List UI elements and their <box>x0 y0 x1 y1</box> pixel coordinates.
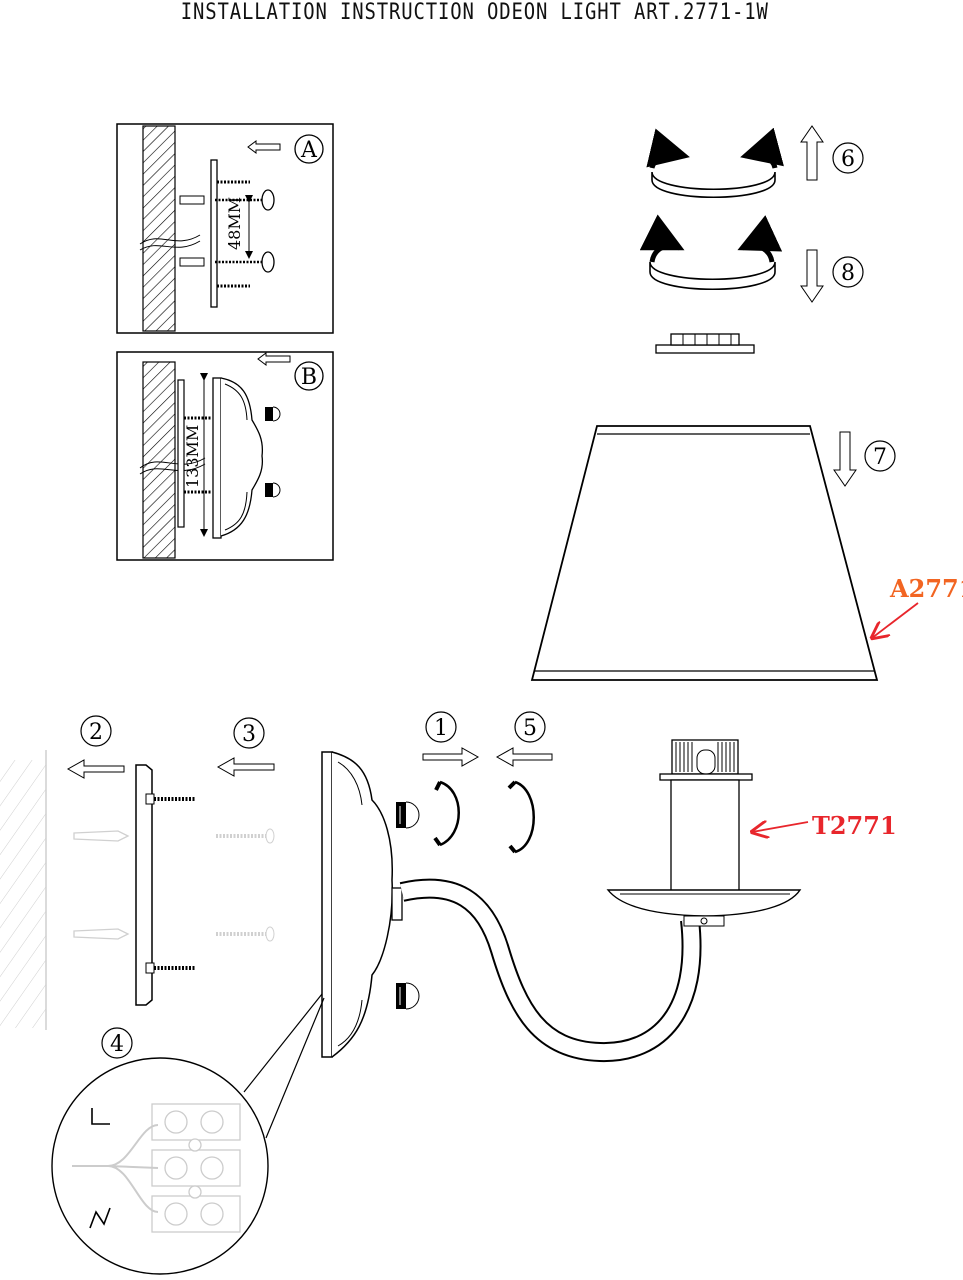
mounting-plate <box>210 159 218 308</box>
step-2-label: 2 <box>89 720 103 745</box>
down-arrow-icon <box>800 249 824 303</box>
step-8-label: 8 <box>841 261 855 286</box>
shade-ring-upper: 6 <box>646 125 864 198</box>
wall-section <box>142 125 176 332</box>
lamp-shade: 7 A2771 <box>530 425 963 681</box>
shade-ring-lower: 8 <box>639 214 864 303</box>
wall-canopy <box>321 751 420 1058</box>
holder-pointer <box>752 822 809 832</box>
step-5-group: 5 <box>495 711 553 854</box>
step-3-group: 3 <box>216 717 275 942</box>
neutral-symbol-icon <box>89 1207 111 1229</box>
power-wire <box>139 234 201 251</box>
lamp-holder: T2771 <box>606 739 897 927</box>
panel-b: 133MM B <box>116 351 334 561</box>
mounting-plate <box>177 379 185 528</box>
wall-plug <box>179 195 205 205</box>
step-4-label: 4 <box>110 1032 124 1057</box>
step-1-label: 1 <box>434 716 448 741</box>
grey-wall <box>0 750 47 1030</box>
dimension-48mm: 48MM <box>225 197 244 250</box>
step-3-label: 3 <box>242 722 256 747</box>
wall-section <box>142 361 176 559</box>
direction-arrow-icon <box>257 352 291 366</box>
canopy <box>212 377 222 539</box>
left-arrow-icon <box>66 759 125 779</box>
step-1-group: 1 <box>422 711 480 847</box>
wiring-detail: 4 <box>51 993 325 1275</box>
lamp-arm <box>399 878 702 1063</box>
left-arrow-icon <box>216 757 275 777</box>
step-2-group: 2 <box>66 715 196 1006</box>
page-title: INSTALLATION INSTRUCTION ODEON LIGHT ART… <box>180 0 769 25</box>
live-symbol-icon <box>91 1108 110 1125</box>
wall-plug <box>179 257 205 267</box>
shade-part-code: A2771 <box>889 574 963 603</box>
right-arrow-icon <box>422 747 480 767</box>
shade-nut <box>655 333 755 354</box>
down-arrow-icon <box>833 431 857 487</box>
screw <box>261 251 275 273</box>
screw <box>261 189 275 211</box>
direction-arrow-icon <box>247 140 281 154</box>
step-5-label: 5 <box>523 716 537 741</box>
mounting-plate <box>135 764 153 1006</box>
step-6-label: 6 <box>841 147 855 172</box>
shade-pointer <box>872 602 919 638</box>
panel-a-label: A <box>300 138 318 163</box>
panel-a: 48MM A <box>116 123 334 334</box>
panel-b-label: B <box>301 365 317 390</box>
step-7-label: 7 <box>873 445 887 470</box>
dimension-133mm: 133MM <box>183 425 202 488</box>
holder-part-code: T2771 <box>812 811 897 840</box>
up-arrow-icon <box>800 125 824 181</box>
left-arrow-icon <box>495 747 553 767</box>
